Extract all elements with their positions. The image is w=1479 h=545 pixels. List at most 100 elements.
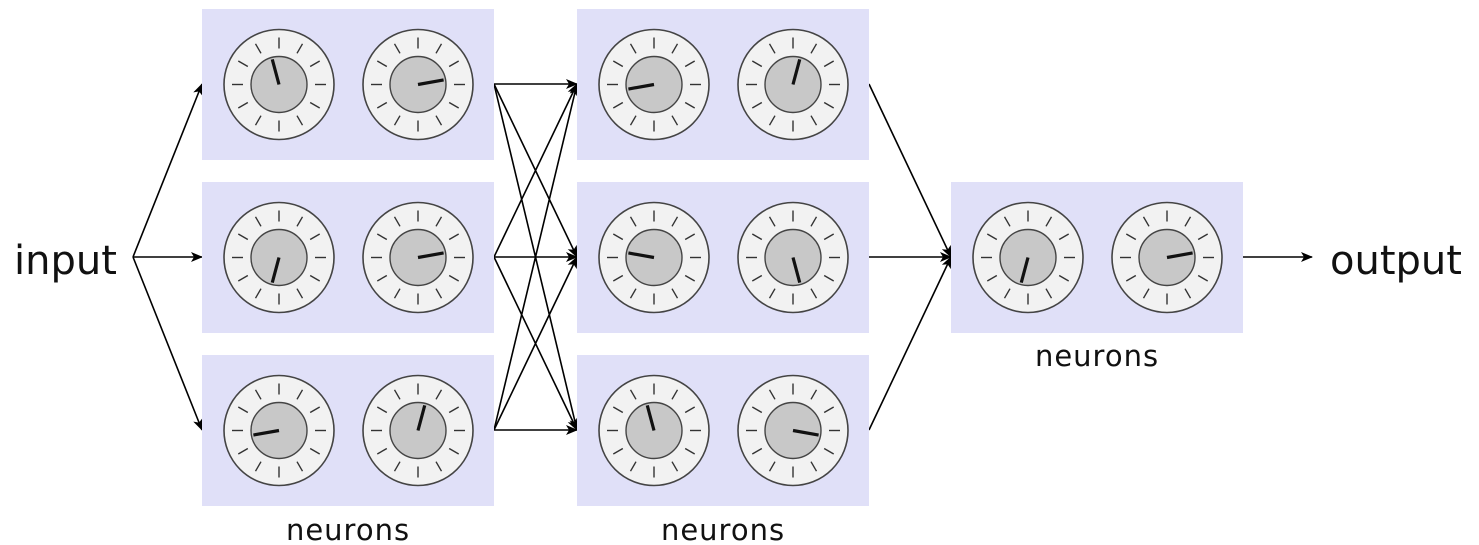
dial-tick [435, 389, 443, 400]
dial-tick [671, 43, 679, 54]
input-arrow [132, 83, 203, 258]
dial-tick [1125, 274, 1137, 282]
dial-needle [628, 251, 655, 260]
dial-tick [612, 406, 624, 414]
dial-tick [768, 389, 776, 400]
dial-tick [751, 274, 763, 282]
dial-tick [393, 115, 401, 126]
dial-tick [768, 43, 776, 54]
dial-tick [612, 60, 624, 68]
dial-tick [671, 461, 679, 472]
dial-tick [823, 406, 835, 414]
layer-3-label: neurons [1035, 339, 1159, 373]
dial-tick [254, 288, 262, 299]
dial-tick [237, 406, 249, 414]
knob-dial-icon [598, 201, 710, 314]
dial-tick [612, 274, 624, 282]
dial-needle [791, 58, 802, 85]
dial-needle [792, 428, 819, 437]
dial-tick [612, 233, 624, 241]
dial-tick [671, 216, 679, 227]
knob-dial-icon [737, 374, 849, 487]
dial-tick [296, 288, 304, 299]
knob-dial-icon [223, 201, 335, 314]
dial-needle [628, 82, 655, 91]
dial-tick [296, 216, 304, 227]
dial-tick [810, 216, 818, 227]
dial-tick [376, 447, 388, 455]
knob-dial-icon [598, 374, 710, 487]
dial-tick [254, 389, 262, 400]
dial-tick [629, 288, 637, 299]
layer-connection-arrow [868, 83, 952, 258]
output-label: output [1330, 238, 1462, 284]
dial-tick [810, 461, 818, 472]
layer-connection-arrow [493, 256, 578, 431]
dial-tick [823, 233, 835, 241]
dial-tick [448, 447, 460, 455]
dial-tick [810, 288, 818, 299]
dial-needle [417, 251, 444, 260]
dial-tick [1197, 233, 1209, 241]
dial-tick [751, 60, 763, 68]
dial-tick [1058, 274, 1070, 282]
dial-tick [629, 389, 637, 400]
dial-tick [237, 274, 249, 282]
layer-2-box-2 [577, 182, 869, 333]
dial-needle [416, 404, 427, 431]
dial-tick [393, 43, 401, 54]
neuron-boxes [202, 9, 1243, 506]
dial-tick [309, 406, 321, 414]
dial-tick [296, 115, 304, 126]
dial-needle [270, 58, 281, 85]
dial-tick [684, 274, 696, 282]
layer-connection-arrow [868, 256, 952, 431]
dial-tick [254, 115, 262, 126]
dial-tick [309, 60, 321, 68]
input-label: input [14, 238, 117, 284]
dial-tick [684, 60, 696, 68]
dial-tick [393, 461, 401, 472]
dial-tick [1125, 233, 1137, 241]
dial-tick [671, 389, 679, 400]
dial-tick [1045, 216, 1053, 227]
knob-dial-icon [362, 201, 474, 314]
dial-tick [810, 389, 818, 400]
dial-tick [612, 447, 624, 455]
dial-tick [629, 43, 637, 54]
dial-tick [1058, 233, 1070, 241]
dial-tick [448, 274, 460, 282]
layer-2-box-1 [577, 9, 869, 160]
layer-connection-arrow [493, 83, 580, 431]
dial-tick [684, 447, 696, 455]
layer-1-box-2 [202, 182, 494, 333]
dial-tick [237, 233, 249, 241]
dial-tick [612, 101, 624, 109]
knob-dial-icon [362, 374, 474, 487]
dial-tick [1003, 216, 1011, 227]
dial-tick [309, 274, 321, 282]
dial-needle [417, 78, 444, 87]
dial-tick [810, 115, 818, 126]
dial-tick [237, 447, 249, 455]
dial-needle [253, 428, 280, 437]
dial-tick [671, 115, 679, 126]
dial-tick [254, 216, 262, 227]
dial-tick [435, 461, 443, 472]
dial-tick [684, 406, 696, 414]
knob-dial-icon [1111, 201, 1223, 314]
dial-needle [791, 257, 802, 284]
dial-tick [296, 461, 304, 472]
input-arrow [132, 256, 203, 431]
dial-tick [296, 43, 304, 54]
dial-tick [986, 233, 998, 241]
dial-tick [448, 406, 460, 414]
dial-tick [751, 233, 763, 241]
knob-dial-icon [737, 28, 849, 141]
dial-tick [254, 43, 262, 54]
connection-arrows [132, 79, 1313, 435]
dial-tick [1197, 274, 1209, 282]
dial-tick [629, 216, 637, 227]
dial-tick [448, 60, 460, 68]
